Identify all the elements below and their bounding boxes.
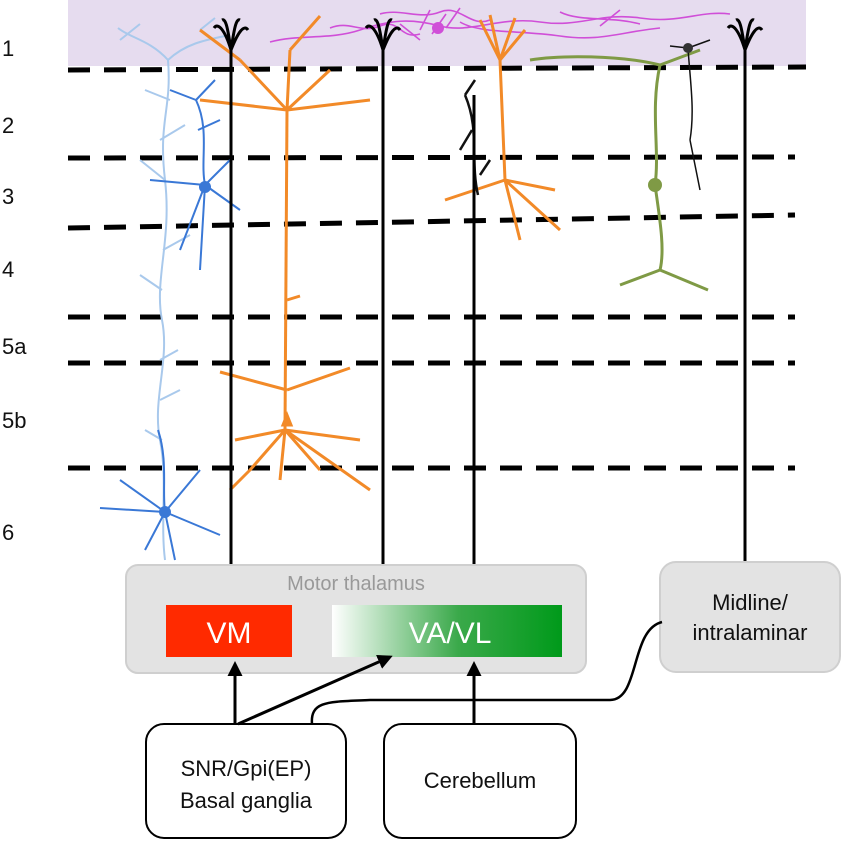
projection-bg-to-midline xyxy=(310,620,663,725)
green-neuron-l4 xyxy=(529,48,709,292)
motor-thalamus-title: Motor thalamus xyxy=(287,573,425,595)
boundary-2-3 xyxy=(67,154,796,161)
boundary-3-4 xyxy=(67,212,796,231)
vavl-nucleus xyxy=(332,605,562,657)
tuft-vavl xyxy=(364,18,402,51)
layer-label-5a: 5a xyxy=(2,334,27,359)
motor-thalamus-group: Motor thalamus VM VA/VL xyxy=(125,564,587,674)
blue-neuron-lower xyxy=(99,429,221,561)
tuft-midline xyxy=(726,18,764,51)
layer-label-5b: 5b xyxy=(2,408,26,433)
basal-ganglia-label-line1: SNR/Gpi(EP) xyxy=(181,756,312,781)
vm-label: VM xyxy=(207,617,252,650)
layer-label-4: 4 xyxy=(2,257,14,282)
vm-nucleus xyxy=(166,605,292,657)
thalamocortical-axons xyxy=(212,18,764,605)
cerebellum-box xyxy=(383,723,577,839)
tuft-vm xyxy=(212,18,250,51)
input-arrows xyxy=(227,620,663,726)
layer-label-2: 2 xyxy=(2,113,14,138)
black-neuron-right xyxy=(669,39,711,191)
layer-boundaries xyxy=(67,64,807,471)
basal-ganglia-label-line2: Basal ganglia xyxy=(180,788,313,813)
midline-label-line2: intralaminar xyxy=(693,620,808,645)
orange-pyramidal-neuron-l5 xyxy=(199,15,371,492)
midline-label-line1: Midline/ xyxy=(712,590,789,615)
basal-ganglia-group: SNR/Gpi(EP) Basal ganglia xyxy=(145,723,347,839)
layer-label-3: 3 xyxy=(2,184,14,209)
arrow-bg-to-vavl xyxy=(237,654,393,726)
layer-labels: 1 2 3 4 5a 5b 6 xyxy=(2,36,27,545)
blue-neuron-upper xyxy=(149,79,241,271)
cerebellum-label: Cerebellum xyxy=(424,768,537,793)
vavl-label: VA/VL xyxy=(409,617,492,650)
cerebellum-group: Cerebellum xyxy=(383,723,577,839)
midline-intralaminar-group: Midline/ intralaminar xyxy=(659,561,841,673)
light-blue-neuron xyxy=(117,17,226,561)
boundary-1-2 xyxy=(67,64,807,73)
layer-label-1: 1 xyxy=(2,36,14,61)
midline-box xyxy=(659,561,841,673)
layer-label-6: 6 xyxy=(2,520,14,545)
basal-ganglia-box xyxy=(145,723,347,839)
